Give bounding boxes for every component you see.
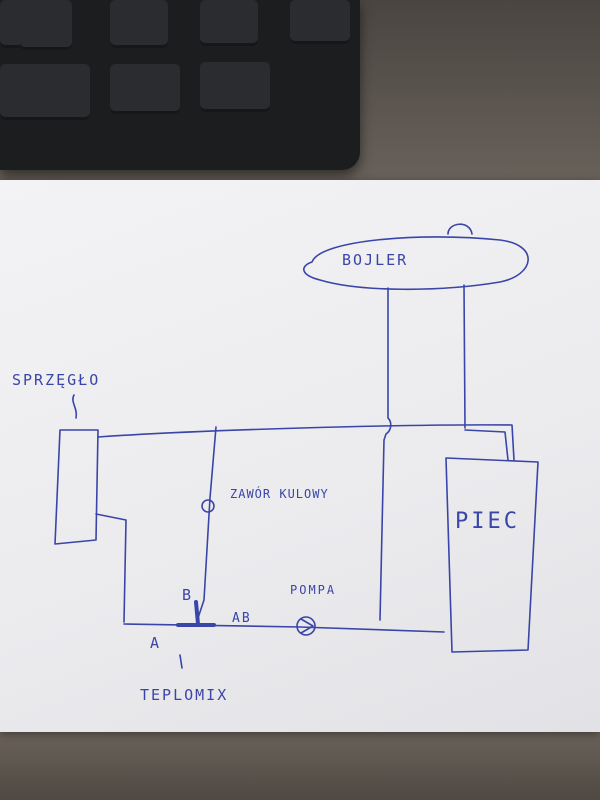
mixer-b-pipe <box>197 426 217 619</box>
pump-symbol <box>296 616 316 636</box>
pompa-label: POMPA <box>290 583 336 597</box>
keyboard-key <box>200 62 270 112</box>
sprzeglo-box <box>54 429 99 545</box>
top-supply-return <box>464 429 509 461</box>
keyboard-key <box>200 0 258 46</box>
bojler-tank <box>303 236 529 291</box>
bojler-pipe-left <box>379 287 392 621</box>
paper-sheet <box>0 180 600 732</box>
top-supply-line <box>97 424 515 461</box>
keyboard-key <box>110 0 168 48</box>
sprzeglo-return-line <box>95 513 127 623</box>
keyboard-key <box>290 0 350 44</box>
keyboard <box>0 0 360 170</box>
port-a-label: A <box>150 634 161 652</box>
keyboard-key <box>20 0 72 50</box>
ball-valve-symbol <box>201 499 215 513</box>
keyboard-key <box>0 64 90 120</box>
bottom-return-line <box>123 623 445 633</box>
sprzeglo-pointer <box>72 394 78 419</box>
sprzeglo-label: SPRZĘGŁO <box>12 371 100 389</box>
teplomix-label: TEPLOMIX <box>140 686 228 704</box>
desk-surface-bottom <box>0 730 600 800</box>
keyboard-key <box>110 64 180 114</box>
bojler-pipe-right <box>463 284 466 429</box>
piec-box <box>445 457 539 653</box>
pump-arrow <box>300 618 314 634</box>
port-ab-label: AB <box>232 611 252 626</box>
teplomix-valve <box>176 600 216 627</box>
bojler-label: BOJLER <box>342 251 408 269</box>
port-b-label: B <box>182 586 193 604</box>
teplomix-pointer <box>179 654 183 669</box>
bojler-vent <box>447 223 473 235</box>
zawor-label: ZAWÓR KULOWY <box>230 486 329 501</box>
piec-label: PIEC <box>455 509 520 534</box>
